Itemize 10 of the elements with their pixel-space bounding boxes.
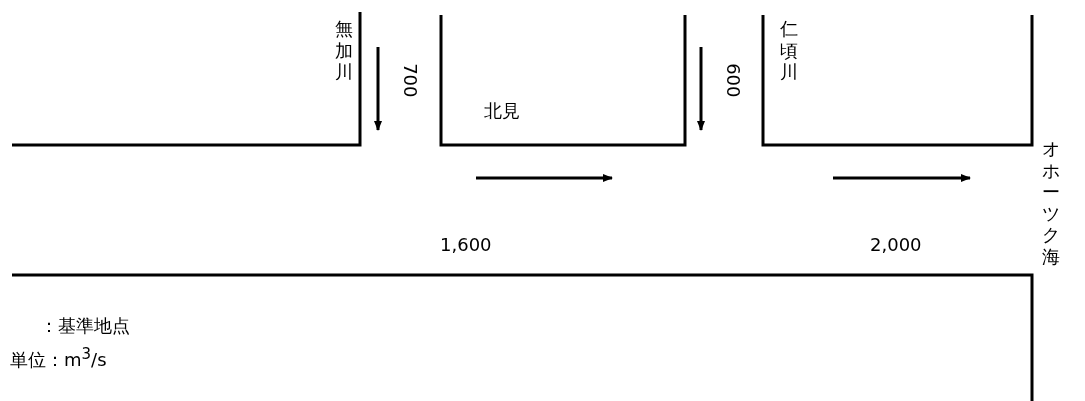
river-name: 仁頃川 bbox=[780, 18, 799, 83]
place-name: 北見 bbox=[484, 101, 520, 122]
legend-text: ：基準地点 bbox=[40, 316, 130, 337]
flow-value: 600 bbox=[721, 63, 743, 98]
flow-value: 700 bbox=[398, 63, 420, 98]
river-name: 無加川 bbox=[335, 18, 354, 83]
sea-name: オホーツク海 bbox=[1042, 138, 1061, 268]
flow-value: 1,600 bbox=[440, 235, 492, 256]
flow-value: 2,000 bbox=[870, 235, 922, 256]
unit-note: 単位：m$^{3}$/s bbox=[10, 346, 107, 371]
